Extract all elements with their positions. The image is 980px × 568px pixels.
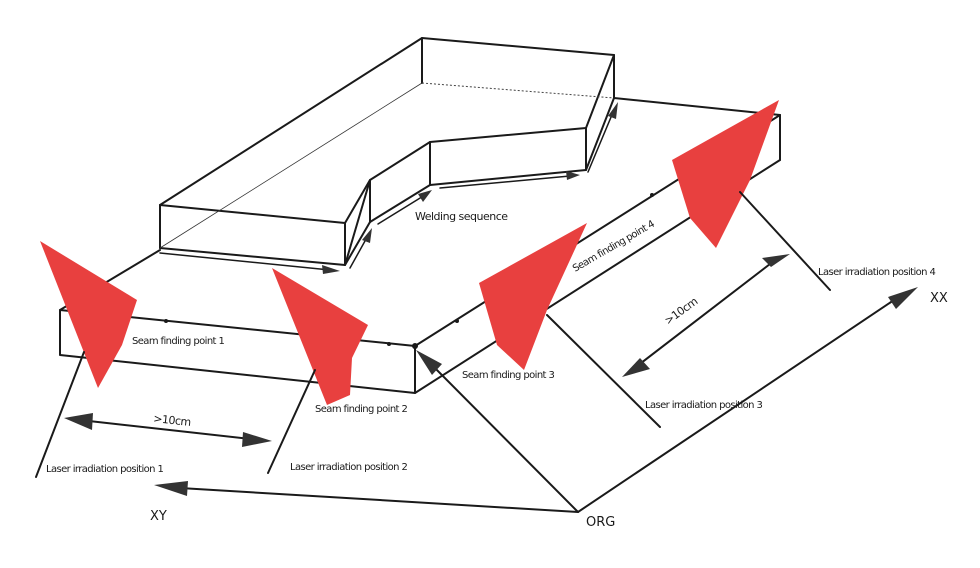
sequence-arrowhead-4 bbox=[566, 171, 580, 180]
base-plate bbox=[59, 97, 781, 394]
sequence-arrowhead-3 bbox=[418, 190, 432, 202]
laser-marker-2 bbox=[272, 268, 368, 405]
axis-xx-line bbox=[577, 295, 901, 513]
origin-corner-marker bbox=[412, 343, 418, 349]
distance-arrow-front bbox=[64, 413, 272, 447]
upper-workpiece bbox=[159, 37, 615, 266]
laser-pos-4-label: Laser irradiation position 4 bbox=[818, 267, 935, 278]
distance-arrow-side bbox=[622, 254, 790, 377]
axis-lines bbox=[154, 287, 918, 513]
laser-pos-2-label: Laser irradiation position 2 bbox=[290, 462, 407, 473]
seam-point-2-label: Seam finding point 2 bbox=[315, 404, 407, 415]
sequence-arrowhead-5 bbox=[608, 102, 618, 119]
origin-corner-arrowhead bbox=[416, 350, 442, 375]
seam-point-1-label: Seam finding point 1 bbox=[132, 336, 224, 347]
laser-marker-3 bbox=[479, 223, 587, 370]
axis-xy-label: XY bbox=[150, 509, 167, 524]
welding-sequence-label: Welding sequence bbox=[415, 210, 508, 223]
laser-pos-3-leader bbox=[546, 314, 661, 428]
seam-point-3-label: Seam finding point 3 bbox=[462, 370, 554, 381]
laser-pos-1-label: Laser irradiation position 1 bbox=[46, 464, 163, 475]
origin-label: ORG bbox=[586, 515, 615, 530]
axis-xy-arrowhead bbox=[154, 481, 188, 496]
distance-front-label: >10cm bbox=[153, 412, 192, 429]
welding-sequence-path bbox=[159, 102, 618, 274]
origin-to-corner-line bbox=[424, 357, 579, 513]
laser-pos-3-label: Laser irradiation position 3 bbox=[645, 400, 762, 411]
axis-xx-arrowhead bbox=[888, 287, 918, 309]
sequence-arrowhead-1 bbox=[322, 265, 340, 274]
laser-marker-4 bbox=[672, 100, 779, 248]
laser-pos-1-leader bbox=[35, 351, 85, 478]
laser-pos-2-leader bbox=[267, 369, 316, 474]
sequence-arrowhead-2 bbox=[362, 228, 372, 243]
laser-marker-1 bbox=[40, 241, 137, 388]
axis-xx-label: XX bbox=[930, 291, 948, 306]
axis-xy-line bbox=[179, 487, 579, 513]
laser-pos-4-leader bbox=[739, 191, 831, 291]
